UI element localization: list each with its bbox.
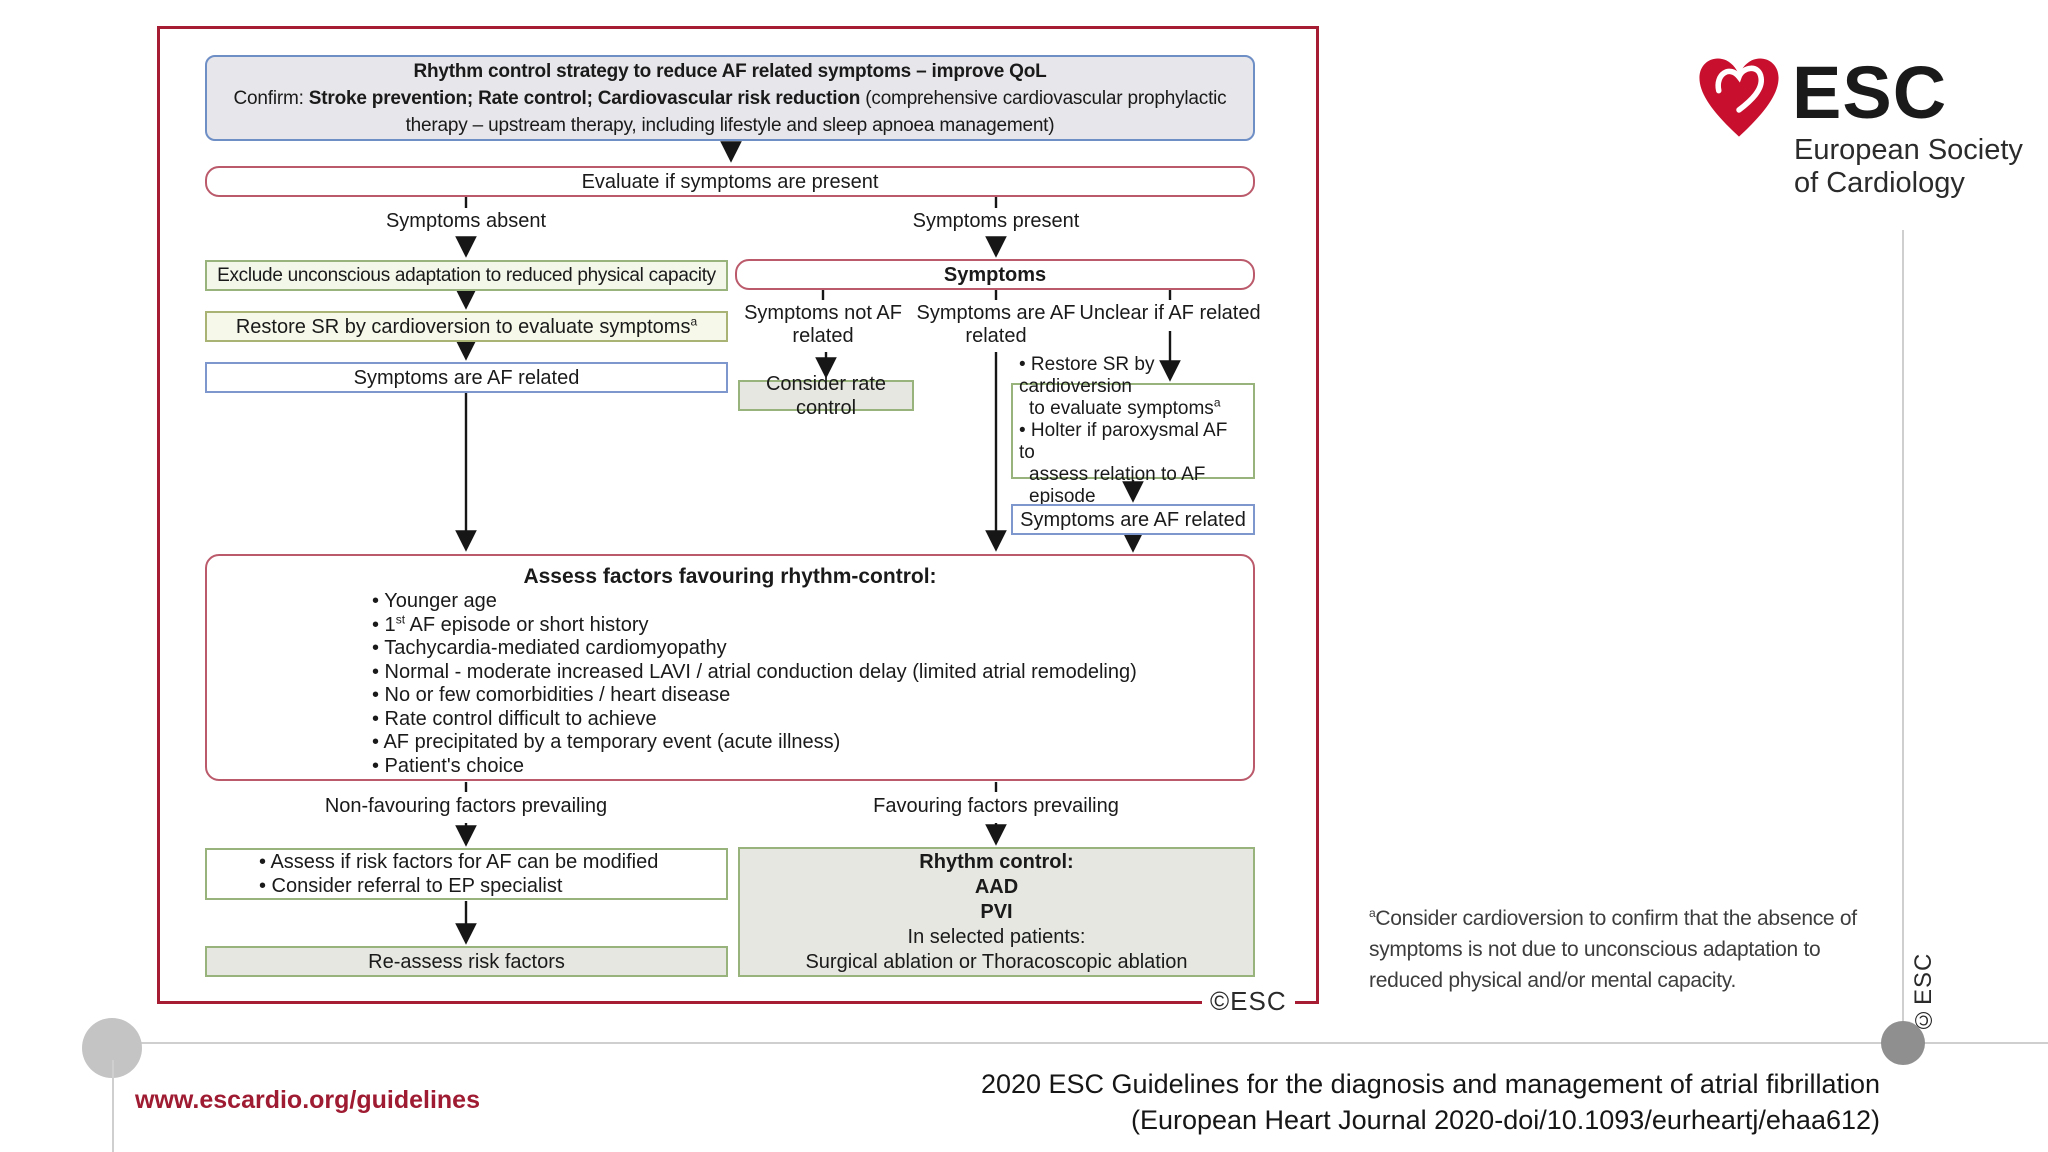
modify-risk-factors-box: • Assess if risk factors for AF can be m… [205,848,728,900]
assess-bullet: • Tachycardia-mediated cardiomyopathy [372,637,727,659]
assess-bullet: • Younger age [372,590,497,612]
esc-logo-abbr: ESC [1792,51,1948,134]
exclude-adaptation-box: Exclude unconscious adaptation to reduce… [205,260,728,291]
rhythm-line3: PVI [980,900,1013,923]
sub-branch-unclear-label: Unclear if AF related [1079,302,1261,324]
flowchart-copyright: ©ESC [1202,986,1295,1017]
holter-line1: • Restore SR by cardioversion [1019,354,1155,397]
holter-line3: • Holter if paroxysmal AF to [1019,420,1228,463]
evaluate-symptoms-label: Evaluate if symptoms are present [581,170,879,193]
esc-logo-name: European Society of Cardiology [1794,134,2023,199]
copyright-rotated: ©ESC [1910,952,1937,1033]
consider-rate-control-label: Consider rate control [765,372,887,419]
right-vertical-divider [1902,230,1904,1043]
consider-rate-control-box: Consider rate control [738,373,914,419]
favouring-label: Favouring factors prevailing [873,795,1119,817]
holter-box: • Restore SR by cardioversion to evaluat… [1011,354,1255,507]
reassess-risk-factors-label: Re-assess risk factors [368,950,565,973]
reassess-risk-factors-box: Re-assess risk factors [205,946,728,977]
assess-bullet: • Patient's choice [372,754,525,777]
rhythm-control-box: Rhythm control: AAD PVI In selected pati… [738,847,1255,977]
right-rule-dot [1881,1021,1925,1065]
branch-symptoms-present-label: Symptoms present [912,210,1080,232]
rhythm-line2: AAD [974,875,1019,898]
sub-branch-not-af-label: Symptoms not AF related [744,302,902,347]
symptoms-af-related-left-label: Symptoms are AF related [353,366,580,389]
modify-line2: • Consider referral to EP specialist [259,875,563,897]
symptoms-af-related-left-box: Symptoms are AF related [205,362,728,393]
left-vertical-rule [112,1060,114,1152]
symptoms-label: Symptoms [943,263,1047,286]
symptoms-box: Symptoms [735,259,1255,290]
symptoms-af-related-right-label: Symptoms are AF related [1020,508,1246,531]
footnote: aConsider cardioversion to confirm that … [1369,906,1857,992]
rhythm-line4: In selected patients: [907,925,1086,948]
exclude-adaptation-label: Exclude unconscious adaptation to reduce… [217,264,716,286]
website-link[interactable]: www.escardio.org/guidelines [135,1086,480,1114]
restore-sr-box: Restore SR by cardioversion to evaluate … [205,311,728,342]
header-line2: Confirm: Stroke prevention; Rate control… [233,87,1227,109]
assess-factors-box: Assess factors favouring rhythm-control:… [205,554,1255,781]
rhythm-line5: Surgical ablation or Thoracoscopic ablat… [805,950,1188,973]
bottom-horizontal-rule [112,1042,2048,1044]
slide-title: 2020 ESC Guidelines for the diagnosis an… [980,1069,1880,1135]
rhythm-line1: Rhythm control: [919,850,1074,873]
assess-bullet: • Rate control difficult to achieve [372,707,657,730]
header-box: Rhythm control strategy to reduce AF rel… [205,55,1255,141]
sub-branch-are-af-label: Symptoms are AF related [916,302,1076,347]
header-line3: therapy – upstream therapy, including li… [405,114,1055,136]
header-line1: Rhythm control strategy to reduce AF rel… [413,60,1047,82]
modify-line1: • Assess if risk factors for AF can be m… [259,851,659,873]
assess-bullet: • No or few comorbidities / heart diseas… [372,684,731,706]
restore-sr-label: Restore SR by cardioversion to evaluate … [235,313,698,338]
holter-line4: assess relation to AF episode [1029,464,1206,507]
assess-factors-title: Assess factors favouring rhythm-control: [523,565,937,588]
evaluate-symptoms-box: Evaluate if symptoms are present [205,166,1255,197]
non-favouring-label: Non-favouring factors prevailing [324,795,608,817]
assess-bullet: • Normal - moderate increased LAVI / atr… [372,660,1137,683]
assess-bullet: • AF precipitated by a temporary event (… [372,731,841,753]
branch-symptoms-absent-label: Symptoms absent [385,210,547,232]
esc-heart-logo-icon [1699,58,1779,137]
holter-line2: to evaluate symptomsa [1029,395,1221,419]
assess-bullet: • 1st AF episode or short history [372,611,649,636]
symptoms-af-related-right-box: Symptoms are AF related [1011,504,1255,535]
